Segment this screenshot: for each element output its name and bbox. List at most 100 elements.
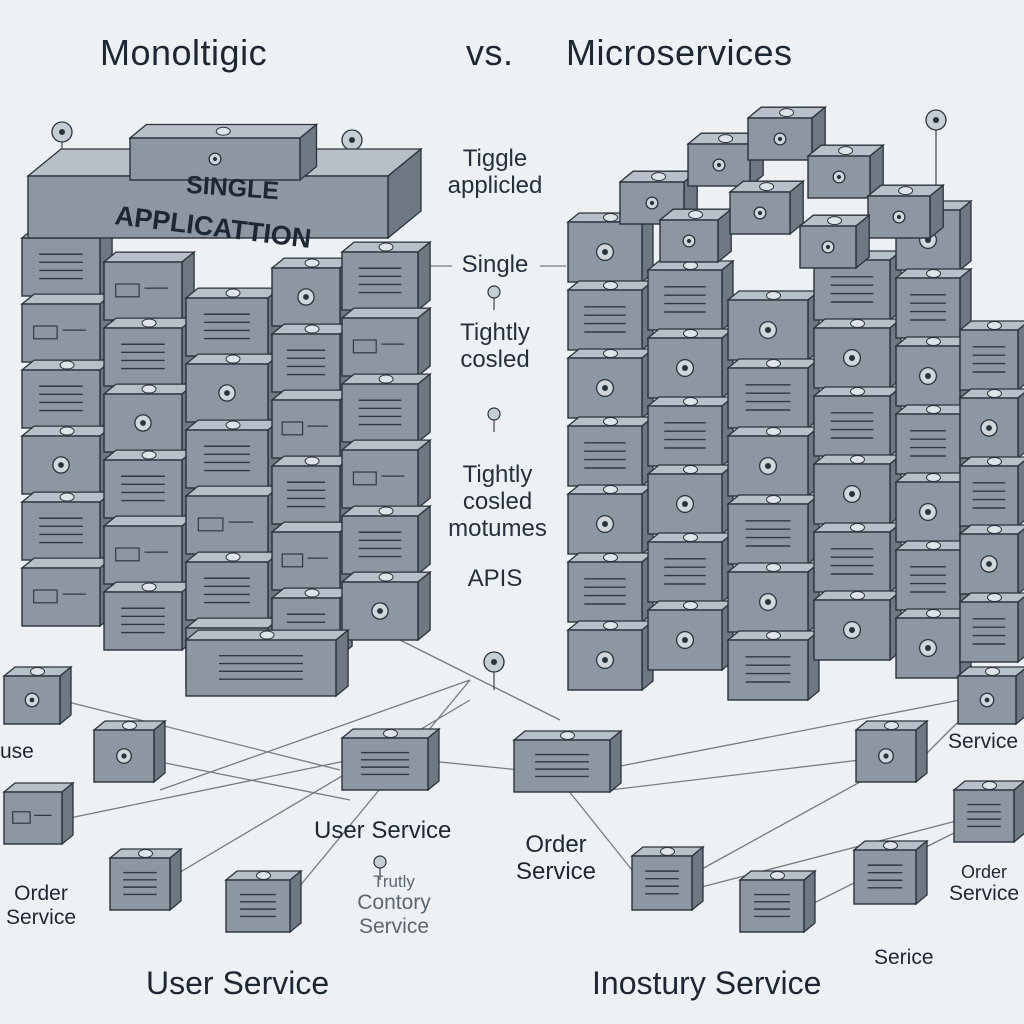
microservice-block <box>726 357 821 430</box>
microservice-block <box>646 327 735 400</box>
microservice-block <box>646 531 735 604</box>
middle-label-single: Single <box>461 251 529 278</box>
middle-label-apis: APIS <box>467 565 523 592</box>
service-box <box>854 719 929 784</box>
microservice-block <box>566 211 655 284</box>
service-box <box>2 781 75 846</box>
monolith-block <box>20 556 114 628</box>
monolith-block <box>102 448 196 520</box>
small-pin-icon <box>373 855 387 880</box>
label-serice: Serice <box>874 946 934 969</box>
label-user-service-center: User Service <box>314 817 452 844</box>
monolith-block <box>20 358 114 430</box>
microservice-top-block <box>658 207 734 264</box>
microservice-block <box>566 415 655 488</box>
monolith-block <box>102 250 196 322</box>
service-box <box>512 729 623 794</box>
monolith-block <box>102 514 196 586</box>
small-pin-icon <box>487 285 501 310</box>
service-box <box>956 666 1024 726</box>
microservice-block <box>958 524 1024 596</box>
service-boxes <box>2 665 1024 934</box>
connection-lines <box>59 265 961 911</box>
monolith-block <box>184 418 282 490</box>
pin-icon <box>483 651 505 690</box>
monolith-block <box>270 388 354 460</box>
microservice-block <box>646 463 735 536</box>
monolith-top-block <box>128 123 319 182</box>
monolith-block <box>340 372 432 444</box>
microservice-block <box>566 483 655 556</box>
microservice-block <box>726 289 821 362</box>
monolith-block <box>270 520 354 592</box>
service-box <box>2 665 73 726</box>
service-box <box>224 869 303 934</box>
service-box <box>952 780 1024 844</box>
monolith-block <box>270 322 354 394</box>
monolith-block <box>184 484 282 556</box>
label-service-right-top: Service <box>948 730 1019 753</box>
microservice-block <box>646 259 735 332</box>
microservice-top-block <box>798 213 872 270</box>
monolith-base-block <box>184 628 350 698</box>
monolith-block <box>184 550 282 622</box>
monolith-block <box>102 580 196 652</box>
microservice-block <box>812 521 903 594</box>
banner-line-1: SINGLE <box>185 171 280 205</box>
monolith-block <box>340 240 432 312</box>
monolith-block <box>340 306 432 378</box>
microservice-block <box>726 629 821 702</box>
monolith-block-stack <box>20 123 432 698</box>
service-box <box>852 839 929 906</box>
title-vs: vs. <box>466 32 514 73</box>
service-box <box>340 727 441 792</box>
microservice-top-block <box>728 179 806 236</box>
microservice-block <box>812 589 903 662</box>
monolith-block <box>20 490 114 562</box>
monolith-block <box>340 504 432 576</box>
microservice-block <box>812 385 903 458</box>
monolith-block <box>184 352 282 424</box>
microservice-block <box>958 592 1024 664</box>
service-box <box>108 847 183 912</box>
monolith-block <box>184 286 282 358</box>
microservice-block <box>958 388 1024 460</box>
microservice-block <box>566 619 655 692</box>
monolith-block <box>102 382 196 454</box>
label-partial-use: use <box>0 740 34 763</box>
monolith-block <box>340 570 432 642</box>
service-box <box>92 719 167 784</box>
microservice-top-block <box>866 183 946 240</box>
microservice-block <box>958 456 1024 528</box>
monolith-block <box>20 424 114 496</box>
pin-icon <box>925 109 947 190</box>
monolith-block <box>270 454 354 526</box>
microservice-block <box>566 551 655 624</box>
microservice-block <box>812 317 903 390</box>
monolith-top-slab <box>26 147 423 240</box>
service-box <box>738 869 817 934</box>
title-monolithic: Monoltigic <box>100 32 268 73</box>
microservice-block <box>726 493 821 566</box>
title-microservices: Microservices <box>566 32 793 73</box>
microservice-block <box>646 599 735 672</box>
label-inostury-service: Inostury Service <box>592 965 822 1001</box>
small-pin-icon <box>487 407 501 432</box>
service-box <box>630 845 705 912</box>
microservice-block <box>726 425 821 498</box>
microservices-block-stack <box>566 105 1024 702</box>
monolith-block <box>102 316 196 388</box>
microservice-block <box>812 453 903 526</box>
monolith-block <box>270 256 354 328</box>
monolith-block <box>340 438 432 510</box>
microservice-block <box>958 320 1024 392</box>
microservice-block <box>646 395 735 468</box>
